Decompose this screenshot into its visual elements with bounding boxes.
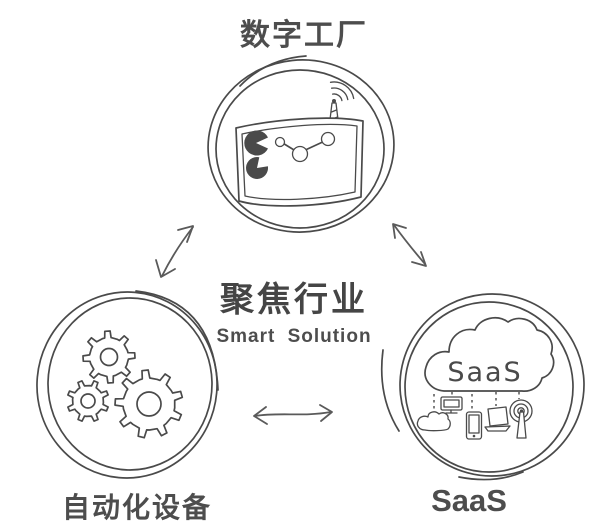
automation-label: 自动化设备 [61, 492, 213, 523]
saas-circle: SaaS [380, 293, 585, 481]
connector-automation-saas [253, 404, 333, 425]
arrowhead-up-icon [177, 225, 194, 243]
monitor-screen [443, 399, 460, 408]
broadcast-tower-icon [516, 411, 527, 439]
gear-left-hub [80, 393, 96, 409]
saas-label: SaaS [431, 483, 507, 518]
broadcast-dot [519, 409, 524, 413]
connector-automation-factory [155, 225, 194, 278]
node-graph-node-left [274, 136, 286, 148]
antenna-tip [332, 99, 336, 103]
dashboard-screen-antenna-icon [235, 81, 364, 207]
pie-slice-icon [246, 156, 269, 179]
automation-circle-outer-stroke [36, 291, 218, 479]
cloud-devices-icon: SaaS [416, 317, 555, 440]
arrowhead-down-icon [155, 259, 176, 278]
saas-circle-outer-stroke [399, 293, 585, 477]
smartphone-button [472, 434, 476, 438]
arrow-shaft [161, 226, 194, 277]
node-graph-node-middle [291, 145, 309, 163]
connector-factory-saas [392, 223, 427, 267]
laptop-icon [487, 406, 509, 427]
arrowhead-down-icon [411, 251, 427, 267]
laptop-base [484, 425, 511, 432]
arrowhead-up-icon [392, 223, 407, 239]
node-graph-node-right [320, 131, 336, 147]
gear-top-hub [99, 347, 119, 367]
screen-frame-inner [241, 123, 358, 201]
smartphone-icon [465, 411, 483, 440]
arrow-shaft [393, 224, 426, 265]
saas-cloud-icon [424, 317, 555, 392]
signal-waves-icon [329, 81, 355, 102]
digital-factory-label: 数字工厂 [240, 19, 368, 52]
saas-circle-sketch-arc-left [380, 349, 400, 432]
arrowhead-right-icon [319, 404, 333, 422]
pie-chart-icon [244, 130, 268, 156]
arrowhead-left-icon [253, 406, 268, 425]
automation-circle-inner-stroke [47, 297, 213, 471]
mini-cloud-icon [416, 411, 451, 432]
gears-icon [67, 330, 184, 439]
gear-right-hub [136, 391, 162, 417]
center-text-block: 聚焦行业 Smart Solution [216, 272, 371, 348]
factory-circle-sketch-arc [239, 55, 307, 87]
monitor-stand [445, 409, 458, 414]
saas-cloud-label: SaaS [447, 357, 522, 388]
arrow-shaft [254, 411, 332, 417]
factory-circle-outer-stroke [207, 59, 395, 233]
center-title: 聚焦行业 [220, 281, 368, 319]
smartphone-screen [468, 414, 480, 434]
automation-circle-sketch-arc [135, 290, 219, 391]
saas-circle-inner-stroke [404, 301, 574, 473]
saas-circle-sketch-arc-bottom [458, 471, 524, 481]
factory-circle-inner-stroke [215, 69, 385, 229]
automation-circle [36, 290, 219, 479]
digital-factory-circle [207, 55, 395, 233]
center-subtitle: Smart Solution [216, 326, 372, 347]
